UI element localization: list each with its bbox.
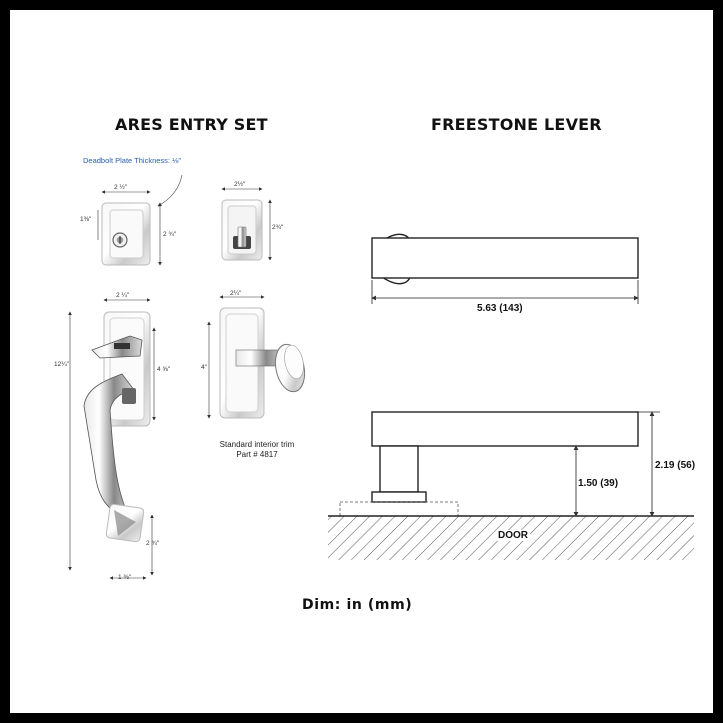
cylinder-offset-label: 1⅜" (80, 216, 92, 223)
handle-bottom-width-label: 1 ⅜" (118, 574, 132, 581)
lever-total-projection-label: 2.19 (56) (655, 460, 696, 471)
handle-total-height-label: 12¼" (54, 361, 69, 368)
thumbturn-interior-view (221, 199, 263, 261)
knob-plate-width-label: 2¼" (230, 290, 242, 297)
lever-side-view (339, 411, 639, 517)
handleset-exterior-view (83, 311, 151, 543)
ares-title: ARES ENTRY SET (115, 115, 268, 134)
door-label: DOOR (496, 530, 530, 541)
lever-side-dimensions (418, 411, 660, 517)
thumbturn-dimension-lines (221, 187, 272, 261)
handle-plate-width-label: 2 ¼" (116, 292, 130, 299)
lever-length-dimension (371, 280, 639, 304)
lever-projection-label: 1.50 (39) (578, 478, 619, 489)
deadbolt-dimension-lines (97, 174, 183, 266)
handle-bottom-height-label: 2 ¾" (146, 540, 160, 547)
deadbolt-height-label: 2 ¾" (163, 231, 177, 238)
lever-top-view (371, 233, 639, 285)
knob-plate-height-label: 4" (201, 364, 207, 371)
handle-plate-height-label: 4 ⅝" (157, 366, 171, 373)
interior-knob-view (219, 307, 306, 419)
handleset-dimension-lines (68, 298, 156, 580)
units-note: Dim: in (mm) (302, 597, 413, 613)
thumbturn-height-label: 2¾" (272, 224, 284, 231)
deadbolt-exterior-view (101, 202, 151, 266)
trim-line-1: Standard interior trim (219, 440, 295, 449)
trim-line-2: Part # 4817 (236, 450, 278, 459)
lever-length-label: 5.63 (143) (477, 303, 523, 314)
freestone-title: FREESTONE LEVER (431, 115, 602, 134)
thumbturn-width-label: 2½" (234, 181, 246, 188)
deadbolt-width-label: 2 ½" (114, 184, 128, 191)
deadbolt-plate-thickness-note: Deadbolt Plate Thickness: ⅛" (83, 156, 181, 165)
spec-sheet: ARES ENTRY SET FREESTONE LEVER Deadbolt … (10, 10, 713, 713)
interior-trim-caption: Standard interior trim Part # 4817 (202, 440, 312, 460)
knob-dimension-lines (207, 295, 265, 419)
